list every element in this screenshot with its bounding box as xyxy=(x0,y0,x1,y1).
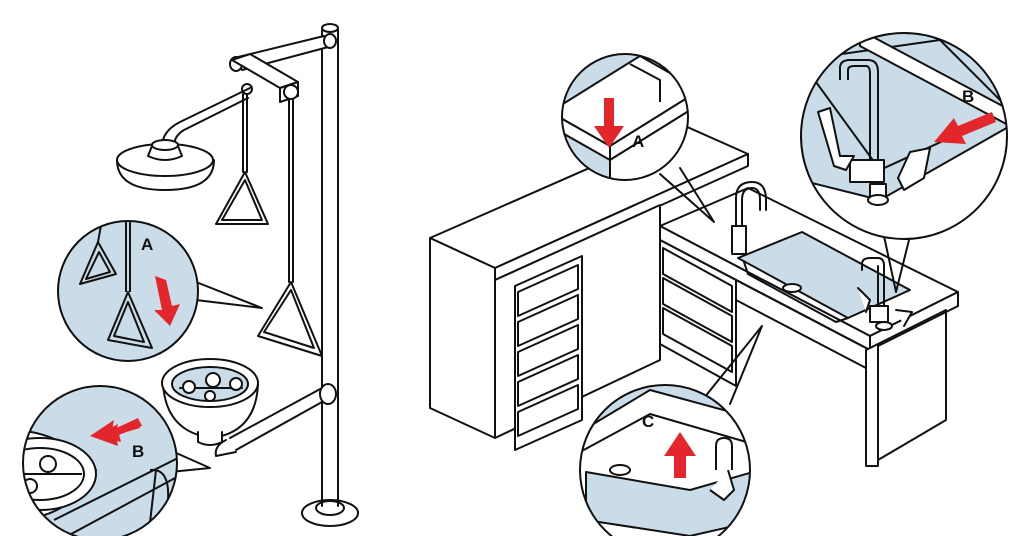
shower-post xyxy=(321,23,339,497)
callout-pointer-right-b xyxy=(883,235,911,293)
arrow-down-icon xyxy=(594,98,624,148)
shower-head xyxy=(116,139,215,191)
front-cabinet-drawers xyxy=(659,239,737,387)
shower-head-pipe xyxy=(161,87,251,147)
back-cabinet-body xyxy=(429,237,496,439)
left-label-b: B xyxy=(132,442,144,461)
right-label-b: B xyxy=(962,87,974,106)
callout-pointer-right-a xyxy=(659,167,715,223)
arrow-down-icon xyxy=(154,276,180,326)
emergency-shower-station xyxy=(116,23,359,527)
callout-pointer-b xyxy=(169,451,211,473)
eyewash-bowl xyxy=(161,358,259,446)
arrow-left-icon xyxy=(934,112,996,144)
arrow-up-icon xyxy=(664,432,696,478)
callout-right-b-detail: B xyxy=(800,32,1008,240)
callout-right-c-detail: C xyxy=(579,384,751,536)
right-label-c: C xyxy=(642,412,654,431)
right-label-a: A xyxy=(632,132,644,151)
callout-eyewash-detail: B xyxy=(22,385,178,536)
left-label-a: A xyxy=(141,235,153,254)
eyewash-pipe xyxy=(214,383,337,457)
pull-handle-large xyxy=(257,99,323,357)
front-table-leg xyxy=(865,343,879,467)
callout-pointer-right-c xyxy=(703,325,763,405)
mixer-faucet xyxy=(857,257,913,331)
shower-base xyxy=(301,495,359,527)
callout-pointer-a xyxy=(195,281,263,309)
gooseneck-faucet xyxy=(731,181,767,255)
pull-handle-small xyxy=(215,93,269,225)
back-cabinet-drawers xyxy=(514,255,583,451)
callout-pull-handle-detail: A xyxy=(57,220,199,362)
